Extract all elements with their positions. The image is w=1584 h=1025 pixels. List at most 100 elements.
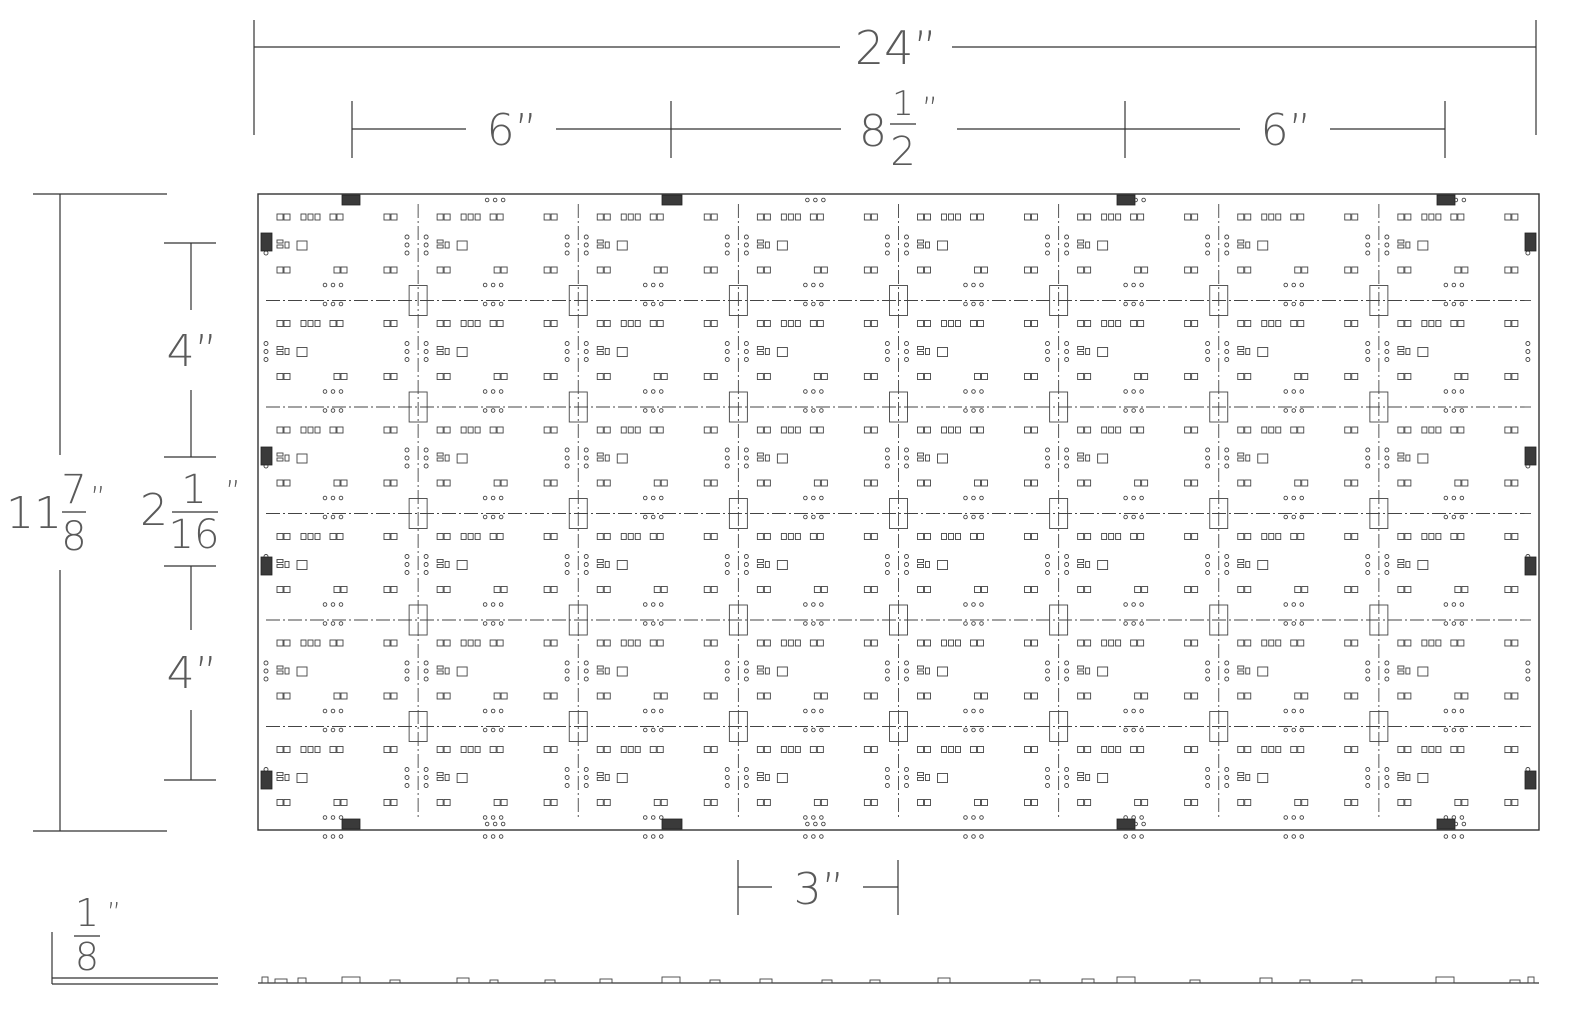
ic-chip xyxy=(1257,666,1269,677)
via-hole xyxy=(1365,341,1371,346)
via-hole xyxy=(884,463,890,469)
led-pad xyxy=(467,320,474,327)
resistor xyxy=(1237,346,1245,350)
via-hole xyxy=(1443,389,1449,394)
resistor xyxy=(276,772,284,776)
via-hole xyxy=(1123,495,1128,501)
led-pad xyxy=(948,746,954,753)
resistor xyxy=(1397,244,1405,249)
led-pad xyxy=(550,533,558,540)
via-hole xyxy=(743,349,749,354)
led-pad xyxy=(1134,373,1142,380)
via-hole xyxy=(803,727,808,733)
via-hole xyxy=(564,349,570,354)
led-pad xyxy=(1115,320,1122,327)
via-hole xyxy=(564,668,570,674)
via-hole xyxy=(1443,495,1449,501)
via-hole xyxy=(263,660,269,666)
led-pad xyxy=(1137,533,1145,540)
ic-chip xyxy=(1257,347,1269,357)
led-pad xyxy=(974,266,981,274)
via-hole xyxy=(490,514,496,520)
via-hole xyxy=(1064,660,1070,666)
resistor xyxy=(1397,346,1405,350)
ic-chip xyxy=(1097,773,1109,783)
via-hole xyxy=(1365,250,1371,256)
led-pad xyxy=(710,799,718,806)
via-hole xyxy=(819,495,824,501)
via-hole xyxy=(1131,602,1136,607)
led-pad xyxy=(550,639,558,647)
via-hole xyxy=(803,301,808,307)
via-hole xyxy=(1064,562,1070,567)
via-hole xyxy=(1139,708,1144,714)
led-pad xyxy=(627,639,634,647)
led-pad xyxy=(794,426,801,434)
led-pad xyxy=(1435,320,1442,327)
led-pad xyxy=(813,266,821,274)
led-pad xyxy=(787,746,794,753)
resistor xyxy=(1085,241,1091,249)
led-pad xyxy=(627,533,634,540)
via-hole xyxy=(1365,676,1371,682)
resistor xyxy=(1405,774,1411,781)
led-pad xyxy=(596,533,604,540)
ic-chip xyxy=(1257,773,1269,783)
led-pad xyxy=(1184,320,1192,327)
led-pad xyxy=(300,320,307,327)
led-pad xyxy=(596,639,604,647)
connector-block xyxy=(1209,711,1229,742)
led-pad xyxy=(1454,586,1462,593)
led-pad xyxy=(1031,426,1038,434)
via-hole xyxy=(1224,463,1230,469)
led-pad xyxy=(436,639,444,647)
led-pad xyxy=(340,692,348,700)
ic-chip xyxy=(1097,560,1109,570)
ic-chip xyxy=(1257,240,1269,251)
led-pad xyxy=(1344,586,1352,593)
via-hole xyxy=(821,821,826,827)
led-pad xyxy=(1184,266,1192,274)
led-pad xyxy=(924,479,931,487)
resistor xyxy=(604,348,610,355)
led-pad xyxy=(603,746,611,753)
resistor xyxy=(604,667,610,675)
ic-chip xyxy=(1097,347,1109,357)
resistor xyxy=(925,774,930,781)
led-pad xyxy=(1137,639,1145,647)
led-pad xyxy=(1404,533,1412,540)
via-hole xyxy=(659,282,664,288)
led-pad xyxy=(820,479,828,487)
led-pad xyxy=(1130,639,1138,647)
led-pad xyxy=(489,426,497,434)
connector-block xyxy=(728,285,748,316)
led-pad xyxy=(1024,213,1031,221)
led-pad xyxy=(1031,799,1038,806)
ic-chip xyxy=(456,453,468,464)
ic-chip xyxy=(456,240,468,251)
led-pad xyxy=(710,320,718,327)
led-pad xyxy=(863,213,871,221)
edge-solder-pad xyxy=(260,232,273,252)
led-pad xyxy=(467,213,474,221)
via-hole xyxy=(1299,301,1304,307)
via-hole xyxy=(811,495,816,501)
led-pad xyxy=(634,639,641,647)
via-hole xyxy=(1224,455,1230,461)
via-hole xyxy=(423,767,429,772)
led-pad xyxy=(941,426,947,434)
led-pad xyxy=(467,639,474,647)
ic-chip xyxy=(1257,560,1269,570)
led-pad xyxy=(756,426,764,434)
led-pad xyxy=(1450,746,1458,753)
via-hole xyxy=(583,447,589,453)
edge-solder-pad xyxy=(661,818,683,830)
led-pad xyxy=(1397,586,1405,593)
via-hole xyxy=(1131,621,1136,626)
via-hole xyxy=(1443,282,1449,288)
via-hole xyxy=(1139,495,1144,501)
via-hole xyxy=(651,708,656,714)
via-hole xyxy=(263,349,269,354)
led-pad xyxy=(710,213,718,221)
via-hole xyxy=(979,834,984,839)
